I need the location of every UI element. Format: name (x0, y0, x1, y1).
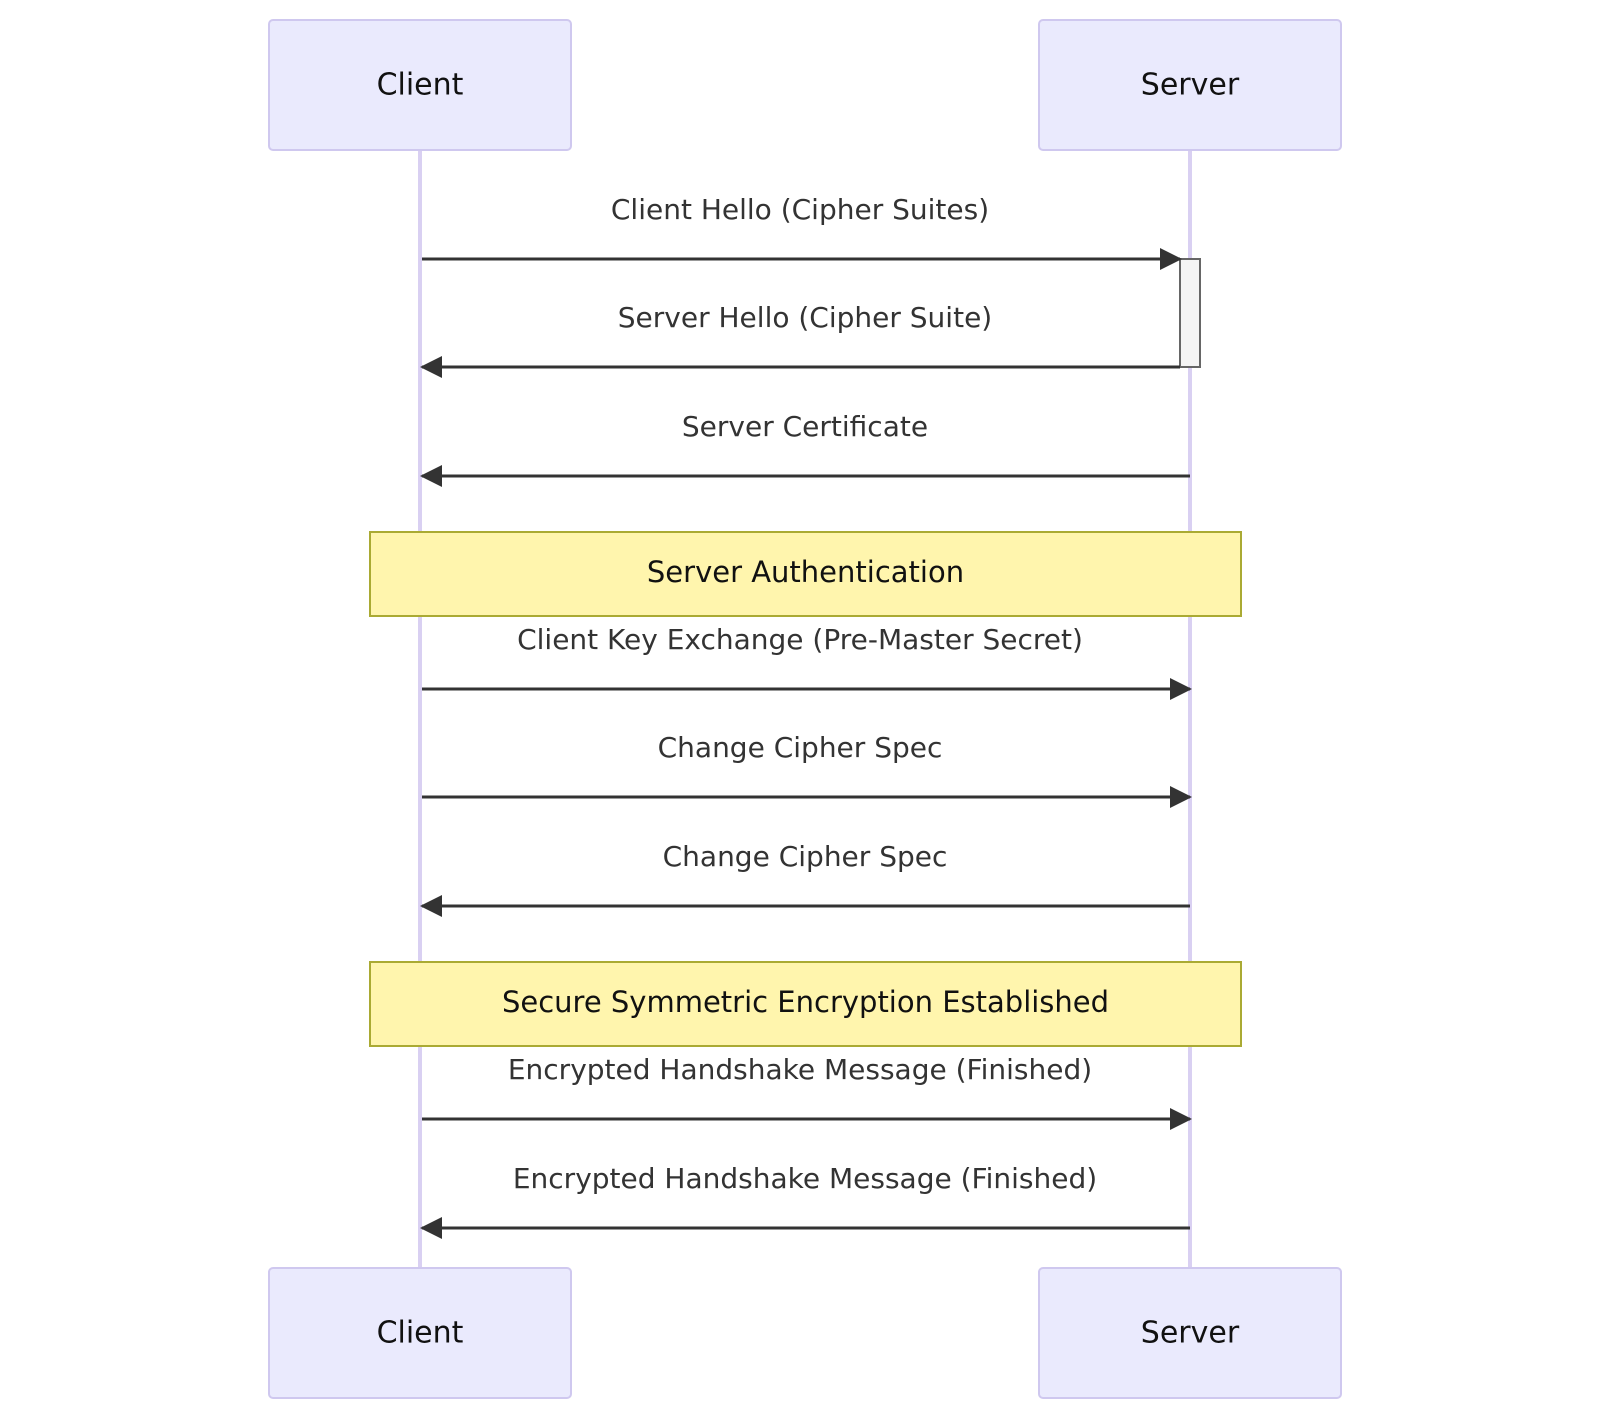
message-label: Encrypted Handshake Message (Finished) (508, 1053, 1092, 1086)
note: Secure Symmetric Encryption Established (369, 961, 1242, 1047)
actor-label-server: Server (1141, 68, 1240, 103)
message: Server Hello (Cipher Suite) (420, 301, 1180, 378)
actor-label-client: Client (377, 68, 464, 103)
activation-bar-server (1179, 258, 1201, 368)
actor-label-client: Client (377, 1316, 464, 1351)
actor-server-bottom: Server (1038, 1267, 1342, 1399)
message: Server Certificate (420, 410, 1190, 487)
message-label: Server Hello (Cipher Suite) (618, 301, 992, 334)
message: Encrypted Handshake Message (Finished) (422, 1053, 1192, 1130)
actor-box (268, 1267, 572, 1399)
actor-label-server: Server (1141, 1316, 1240, 1351)
message-label: Server Certificate (682, 410, 928, 443)
message: Client Key Exchange (Pre-Master Secret) (422, 623, 1192, 700)
message: Encrypted Handshake Message (Finished) (420, 1162, 1190, 1239)
message: Client Hello (Cipher Suites) (422, 193, 1182, 270)
actor-client-bottom: Client (268, 1267, 572, 1399)
note: Server Authentication (369, 531, 1242, 617)
note-box (369, 531, 1242, 617)
message: Change Cipher Spec (420, 840, 1190, 917)
message-label: Client Key Exchange (Pre-Master Secret) (517, 623, 1083, 656)
message: Change Cipher Spec (422, 731, 1192, 808)
message-label: Encrypted Handshake Message (Finished) (513, 1162, 1097, 1195)
actor-box (1038, 19, 1342, 151)
message-label: Change Cipher Spec (663, 840, 948, 873)
message-label: Client Hello (Cipher Suites) (611, 193, 989, 226)
actor-client-top: Client (268, 19, 572, 151)
actor-box (268, 19, 572, 151)
note-box (369, 961, 1242, 1047)
note-label: Secure Symmetric Encryption Established (502, 985, 1109, 1019)
message-label: Change Cipher Spec (658, 731, 943, 764)
actor-server-top: Server (1038, 19, 1342, 151)
actor-box (1038, 1267, 1342, 1399)
note-label: Server Authentication (647, 555, 964, 589)
